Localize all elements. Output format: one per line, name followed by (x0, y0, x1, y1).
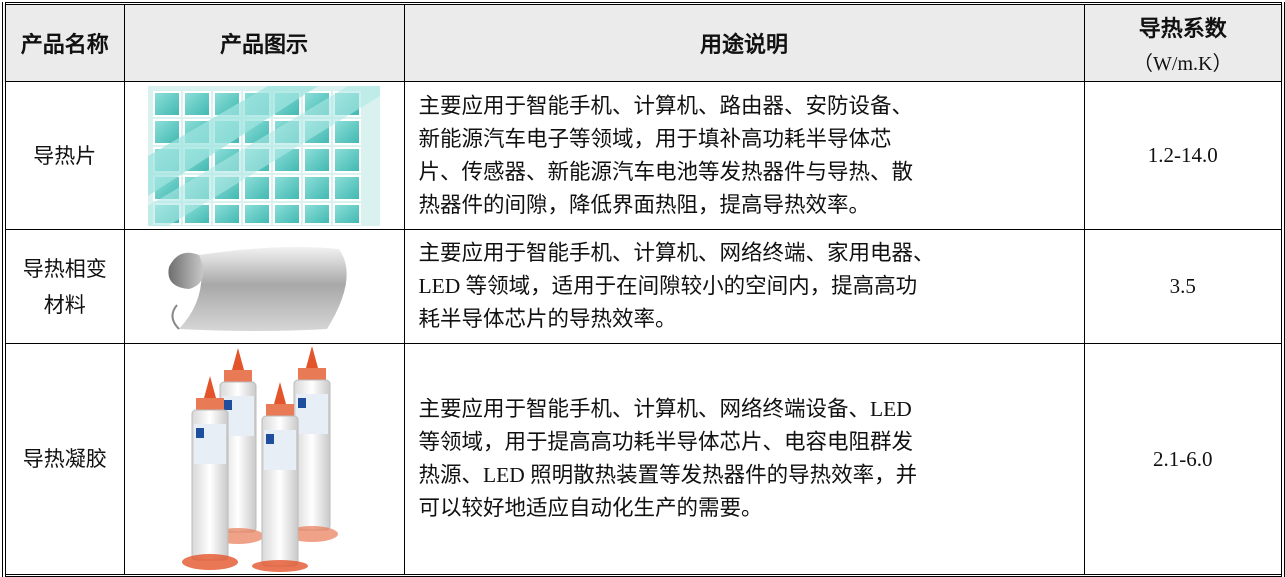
product-name-cell: 导热凝胶 (3, 343, 125, 576)
product-name-cell: 导热片 (3, 81, 125, 230)
phase-change-film-roll-icon (168, 246, 347, 331)
usage-line: 热源、LED 照明散热装置等发热器件的导热效率，并 (418, 463, 918, 487)
usage-line: 热器件的间隙，降低界面热阻，提高导热效率。 (418, 192, 871, 217)
thermal-conductivity-value: 2.1-6.0 (1083, 343, 1284, 576)
header-thermal-conductivity: 导热系数 （W/m.K） (1083, 3, 1284, 82)
table-row: 导热片 (3, 81, 1284, 230)
product-image-cell (123, 343, 405, 576)
thermal-conductivity-value: 1.2-14.0 (1083, 81, 1284, 230)
usage-line: 可以较好地适应自动化生产的需要。 (418, 496, 763, 520)
product-name: 导热片 (33, 143, 97, 168)
product-image-cell (123, 229, 405, 344)
header-k-title: 导热系数 (1138, 16, 1227, 42)
usage-line: 主要应用于智能手机、计算机、网络终端设备、LED (418, 397, 912, 421)
usage-line: 主要应用于智能手机、计算机、路由器、安防设备、 (418, 93, 914, 118)
usage-line: 片、传感器、新能源汽车电池等发热器件与导热、散 (418, 159, 914, 184)
table-row: 导热凝胶 (3, 343, 1284, 576)
thermal-gel-cartridges-icon (182, 346, 338, 572)
usage-line: LED 等领域，适用于在间隙较小的空间内，提高高功 (418, 274, 918, 298)
header-product-name: 产品名称 (3, 3, 125, 82)
usage-cell: 主要应用于智能手机、计算机、路由器、安防设备、 新能源汽车电子等领域，用于填补高… (403, 81, 1085, 230)
usage-cell: 主要应用于智能手机、计算机、网络终端、家用电器、 LED 等领域，适用于在间隙较… (403, 229, 1085, 344)
usage-line: 新能源汽车电子等领域，用于填补高功耗半导体芯 (418, 126, 892, 151)
header-usage: 用途说明 (403, 3, 1085, 82)
product-name: 材料 (43, 292, 86, 317)
thermal-pad-sheet-icon (148, 85, 380, 226)
product-name: 导热相变 (22, 256, 107, 281)
usage-line: 主要应用于智能手机、计算机、网络终端、家用电器、 (418, 241, 935, 265)
product-name: 导热凝胶 (22, 447, 107, 471)
thermal-conductivity-value: 3.5 (1083, 229, 1284, 344)
usage-cell: 主要应用于智能手机、计算机、网络终端设备、LED 等领域，用于提高高功耗半导体芯… (403, 343, 1085, 576)
product-name-cell: 导热相变 材料 (3, 229, 125, 344)
header-k-unit: （W/m.K） (1133, 52, 1233, 75)
product-image-cell (123, 81, 405, 230)
header-row: 产品名称 产品图示 用途说明 导热系数 （W/m.K） (3, 3, 1284, 82)
table-row: 导热相变 材料 (3, 229, 1284, 344)
usage-line: 等领域，用于提高高功耗半导体芯片、电容电阻群发 (418, 430, 914, 454)
usage-line: 耗半导体芯片的导热效率。 (418, 307, 677, 331)
header-product-image: 产品图示 (123, 3, 405, 82)
